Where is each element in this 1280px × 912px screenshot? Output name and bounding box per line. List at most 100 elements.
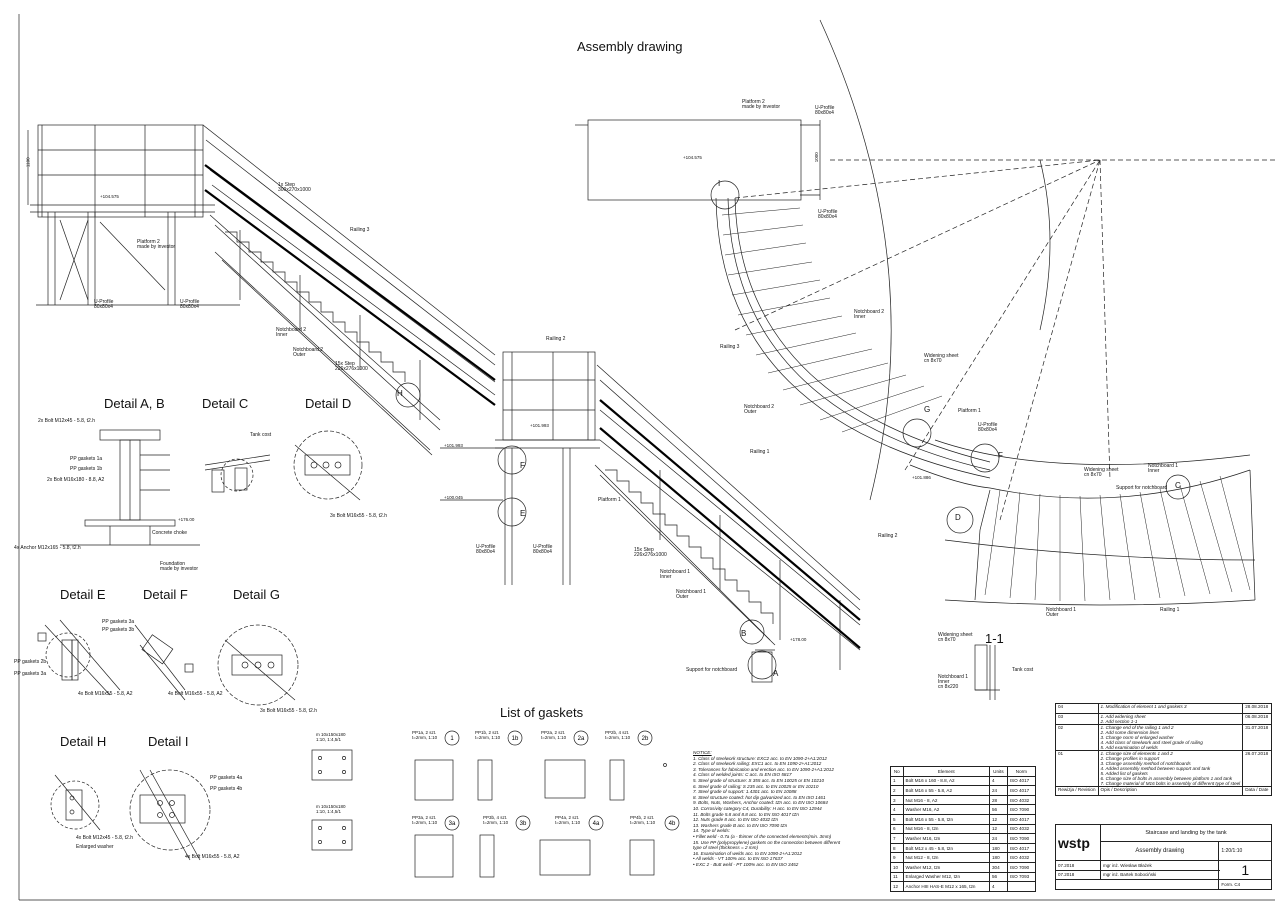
note-line: 7. Steel grade of support: 1.4301 acc. t… bbox=[693, 789, 797, 795]
note-line: 3. Tolerances for fabrication and erecti… bbox=[693, 766, 834, 772]
notes-title: NOTICE: bbox=[693, 750, 712, 755]
revision-item: 7. Change material of M16 bolts in assem… bbox=[1100, 780, 1241, 786]
bom-cell: Washer M12, t2n bbox=[902, 861, 990, 873]
note-line: 11. Bolts grade 5.8 and 8.8 acc. to EN I… bbox=[693, 811, 799, 817]
bom-cell: ISO 4017 bbox=[1006, 842, 1037, 854]
note-line: 2. Class of steelwork railing: EXC1 acc.… bbox=[693, 761, 822, 767]
detail-h-drawing bbox=[50, 774, 101, 831]
callout-a: A bbox=[773, 669, 779, 678]
f-bolt: 4x Bolt M16x55 - 5.8, A2 bbox=[168, 691, 223, 697]
revision-item: 1. Change size of elements 1 and 2 bbox=[1100, 750, 1173, 756]
revision-no: 01 bbox=[1055, 749, 1099, 787]
bom-header: Units bbox=[988, 766, 1008, 777]
revision-footer-cell: Data / Date bbox=[1242, 785, 1272, 797]
detail-c-title: Detail C bbox=[202, 396, 249, 411]
label-platform1-mid: Platform 1 bbox=[598, 497, 621, 503]
bom-cell: Bolt M16 x 55 - 5.8, A2 bbox=[902, 785, 990, 796]
note-line: 10. Corrosivity category C4, Durability:… bbox=[693, 805, 822, 811]
gasket-id-label: 2b bbox=[642, 736, 649, 742]
callout-c: C bbox=[1175, 481, 1181, 490]
checker: mgr inż. Bartek Sobociński bbox=[1099, 869, 1220, 881]
page-title: Assembly drawing bbox=[577, 39, 683, 54]
ab-pp1a: PP gaskets 1a bbox=[70, 456, 103, 462]
bom-cell: 12 bbox=[890, 881, 904, 892]
revision-item: 2. Add section 1-1 bbox=[1100, 718, 1138, 724]
gasket-4a: PP4a, 2 szt.t=2mm, 1:10 bbox=[555, 815, 581, 825]
elev-176: +176.00 bbox=[178, 517, 195, 522]
note-line: 12. Nuts grade 8 acc. to EN ISO 4032 tZn bbox=[693, 817, 779, 823]
bom-cell: 24 bbox=[988, 785, 1008, 796]
bom-cell: 11 bbox=[890, 871, 904, 883]
gasket-id-label: 3b bbox=[520, 821, 527, 827]
bom-cell: 12 bbox=[988, 813, 1008, 825]
bom-cell: 1 bbox=[890, 775, 904, 787]
revision-item: 6. Change size of bolts in assembly betw… bbox=[1100, 775, 1233, 781]
note-line: 13. Washers grade B acc. to EN ISO 7090 … bbox=[693, 822, 788, 828]
c-tank: Tank cost bbox=[250, 432, 272, 438]
detail-d-drawing bbox=[293, 430, 363, 501]
bom-cell: 10 bbox=[890, 861, 904, 873]
detail-i-drawing bbox=[129, 769, 211, 861]
gasket-3b: PP3b, 4 szt.t=2mm, 1:10 bbox=[483, 815, 509, 825]
railing-3-thick bbox=[204, 164, 496, 406]
bom-cell: 28 bbox=[988, 794, 1008, 806]
bom-cell: ISO 4032 bbox=[1006, 852, 1037, 863]
label-railing1-right: Railing 1 bbox=[1160, 607, 1180, 613]
gasket-1a: PP1a, 2 szt.t=2mm, 1:10 bbox=[412, 730, 438, 740]
platform-2-left bbox=[27, 124, 240, 306]
revision-item: 2. Change profiles in support bbox=[1100, 755, 1160, 761]
date-2: 07.2018 bbox=[1055, 869, 1101, 881]
h-bolt: 4x Bolt M12x45 - 5.8, t2.h bbox=[76, 835, 133, 841]
revision-no: 04 bbox=[1055, 703, 1099, 714]
drawing-title: Assembly drawing bbox=[1099, 841, 1220, 861]
bom-cell: ISO 4017 bbox=[1006, 813, 1037, 825]
callout-e: E bbox=[520, 509, 526, 518]
bom-cell: 180 bbox=[988, 842, 1008, 854]
elev-104-b: +104.575 bbox=[683, 155, 702, 160]
revision-item: 3. Change assembly method of notchboards bbox=[1100, 760, 1191, 766]
bom-cell: 2 bbox=[890, 785, 904, 796]
label-railing3-right: Railing 3 bbox=[720, 344, 740, 350]
bom-cell: ISO 4017 bbox=[1006, 775, 1037, 787]
callout-b: B bbox=[741, 629, 747, 638]
note-line: 15. Use PP (polypropylene) gaskets on th… bbox=[693, 839, 841, 845]
platform-1-middle bbox=[440, 351, 600, 585]
revision-date: 31.07.2018 bbox=[1242, 723, 1272, 751]
bom-cell: ISO 7093 bbox=[1006, 871, 1037, 883]
stair-flight-upper bbox=[202, 124, 496, 456]
dim-1000: 1000 bbox=[813, 152, 819, 163]
ab-bolt2: 2x Bolt M16x180 - 8.8, A2 bbox=[47, 477, 105, 483]
gasket-plates bbox=[311, 749, 667, 878]
g-bolt: 3x Bolt M16x55 - 5.8, t2.h bbox=[260, 708, 317, 714]
elev-100: +100.045 bbox=[444, 495, 463, 500]
detail-g-title: Detail G bbox=[233, 587, 280, 602]
detail-ab-title: Detail A, B bbox=[104, 396, 165, 411]
e-pp3b: PP gaskets 3b bbox=[102, 627, 135, 633]
object-name: Staircase and landing by the tank bbox=[1100, 824, 1272, 842]
i-pp4b: PP gaskets 4b bbox=[210, 786, 243, 792]
bom-cell: 4 bbox=[988, 881, 1008, 892]
detail-e-title: Detail E bbox=[60, 587, 106, 602]
label-support-notch-a: Support for notchboard bbox=[686, 667, 738, 673]
revision-date: 28.08.2018 bbox=[1242, 703, 1272, 714]
title-block: wstp Staircase and landing by the tank A… bbox=[1054, 824, 1272, 890]
bom-cell: 6 bbox=[890, 823, 904, 835]
label-railing1-mid: Railing 1 bbox=[750, 449, 770, 455]
gasket-id-label: 3a bbox=[449, 821, 456, 827]
